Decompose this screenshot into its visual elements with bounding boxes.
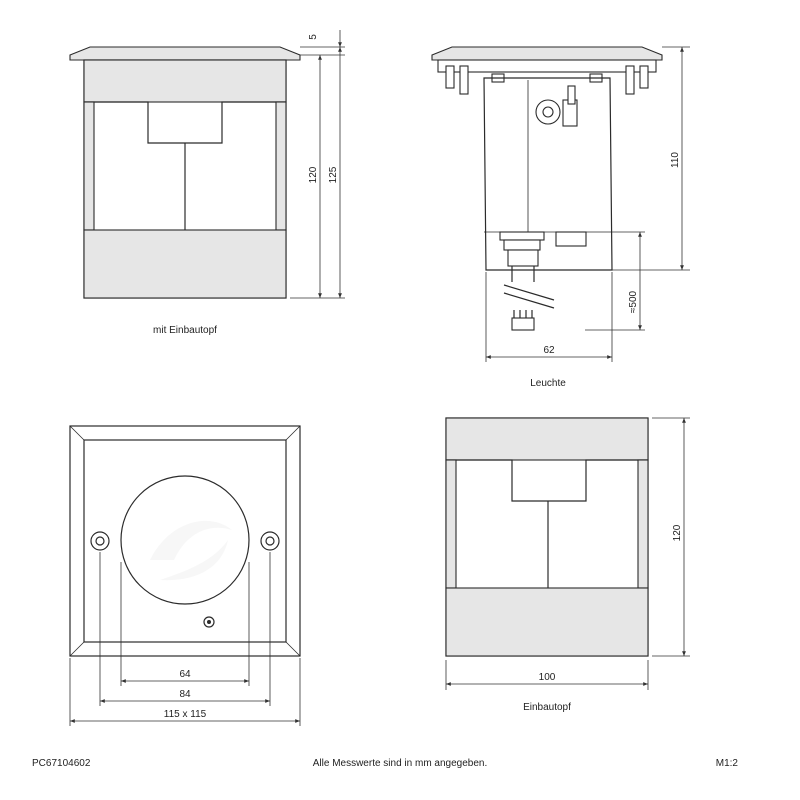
dim-width: 62 xyxy=(543,345,555,356)
dim-cable: ≈500 xyxy=(628,290,639,313)
caption-housing-side: mit Einbautopf xyxy=(153,325,217,336)
caption-housing-pot: Einbautopf xyxy=(523,702,571,713)
dim-pot-width: 100 xyxy=(539,672,556,683)
dim-height: 110 xyxy=(670,152,681,168)
view-housing-pot: 120 100 Einbautopf xyxy=(445,417,690,713)
dim-pot-height: 120 xyxy=(672,524,683,541)
dim-inner: 120 xyxy=(308,166,319,183)
dim-84: 84 xyxy=(179,689,191,700)
dim-115: 115 x 115 xyxy=(164,709,207,720)
article-number: PC67104602 xyxy=(32,758,91,769)
dim-64: 64 xyxy=(179,669,191,680)
scale-label: M1:2 xyxy=(716,758,739,769)
view-housing-side: 5 120 125 mit Einbautopf xyxy=(69,30,345,336)
view-luminaire-side: 110 ≈500 62 Leuchte xyxy=(431,46,690,389)
dim-top: 5 xyxy=(308,34,319,40)
dim-outer: 125 xyxy=(328,166,339,183)
measurement-note: Alle Messwerte sind in mm angegeben. xyxy=(313,758,488,769)
view-top: 64 84 115 x 115 xyxy=(69,425,301,726)
caption-luminaire: Leuchte xyxy=(530,378,566,389)
